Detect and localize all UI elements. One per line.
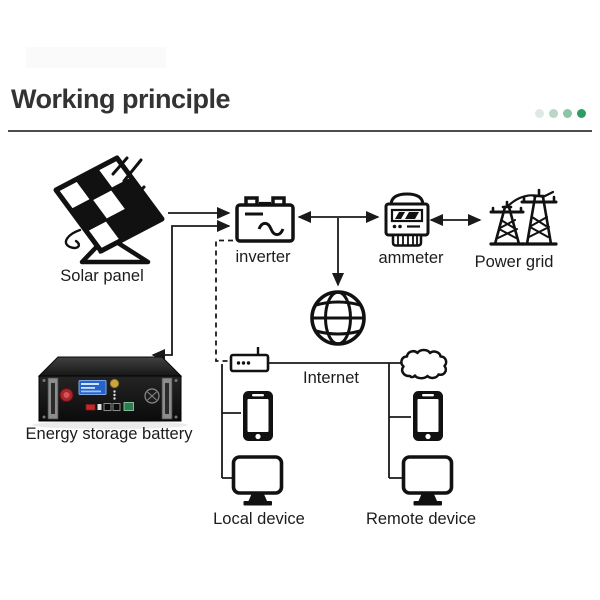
- dot-icon: [535, 109, 544, 118]
- solar-panel-label: Solar panel: [60, 267, 144, 285]
- local-device-label: Local device: [213, 510, 305, 528]
- inverter-icon: [235, 196, 295, 243]
- ammeter-icon: [384, 192, 430, 247]
- faint-banner-remnant: [26, 47, 166, 68]
- connector-lines: [151, 206, 482, 479]
- local-smartphone-icon: [243, 391, 273, 441]
- title-underline: [8, 130, 592, 132]
- edge-inverter-router-dashed: [215, 239, 233, 362]
- local-monitor-icon: [231, 455, 284, 506]
- ammeter-label: ammeter: [378, 249, 444, 267]
- edge-cloud-remote-devices: [388, 363, 411, 479]
- remote-monitor-icon: [401, 455, 454, 506]
- solar-panel-icon: [53, 155, 165, 265]
- inverter-label: inverter: [235, 248, 291, 266]
- internet-label: Internet: [303, 369, 359, 387]
- edge-battery-inverter: [151, 219, 231, 362]
- power-grid-icon: [489, 188, 558, 246]
- router-icon: [229, 347, 270, 373]
- dot-icon: [577, 109, 586, 118]
- page-title: Working principle: [11, 84, 231, 114]
- remote-smartphone-icon: [413, 391, 443, 441]
- remote-device-label: Remote device: [365, 510, 477, 528]
- globe-icon: [310, 290, 366, 346]
- dot-icon: [563, 109, 572, 118]
- dot-icon: [549, 109, 558, 118]
- battery-rack-image: [32, 356, 188, 429]
- power-grid-label: Power grid: [474, 253, 554, 271]
- battery-label: Energy storage battery: [25, 425, 193, 443]
- cloud-icon: [400, 348, 448, 380]
- pagination-dots: [535, 109, 586, 118]
